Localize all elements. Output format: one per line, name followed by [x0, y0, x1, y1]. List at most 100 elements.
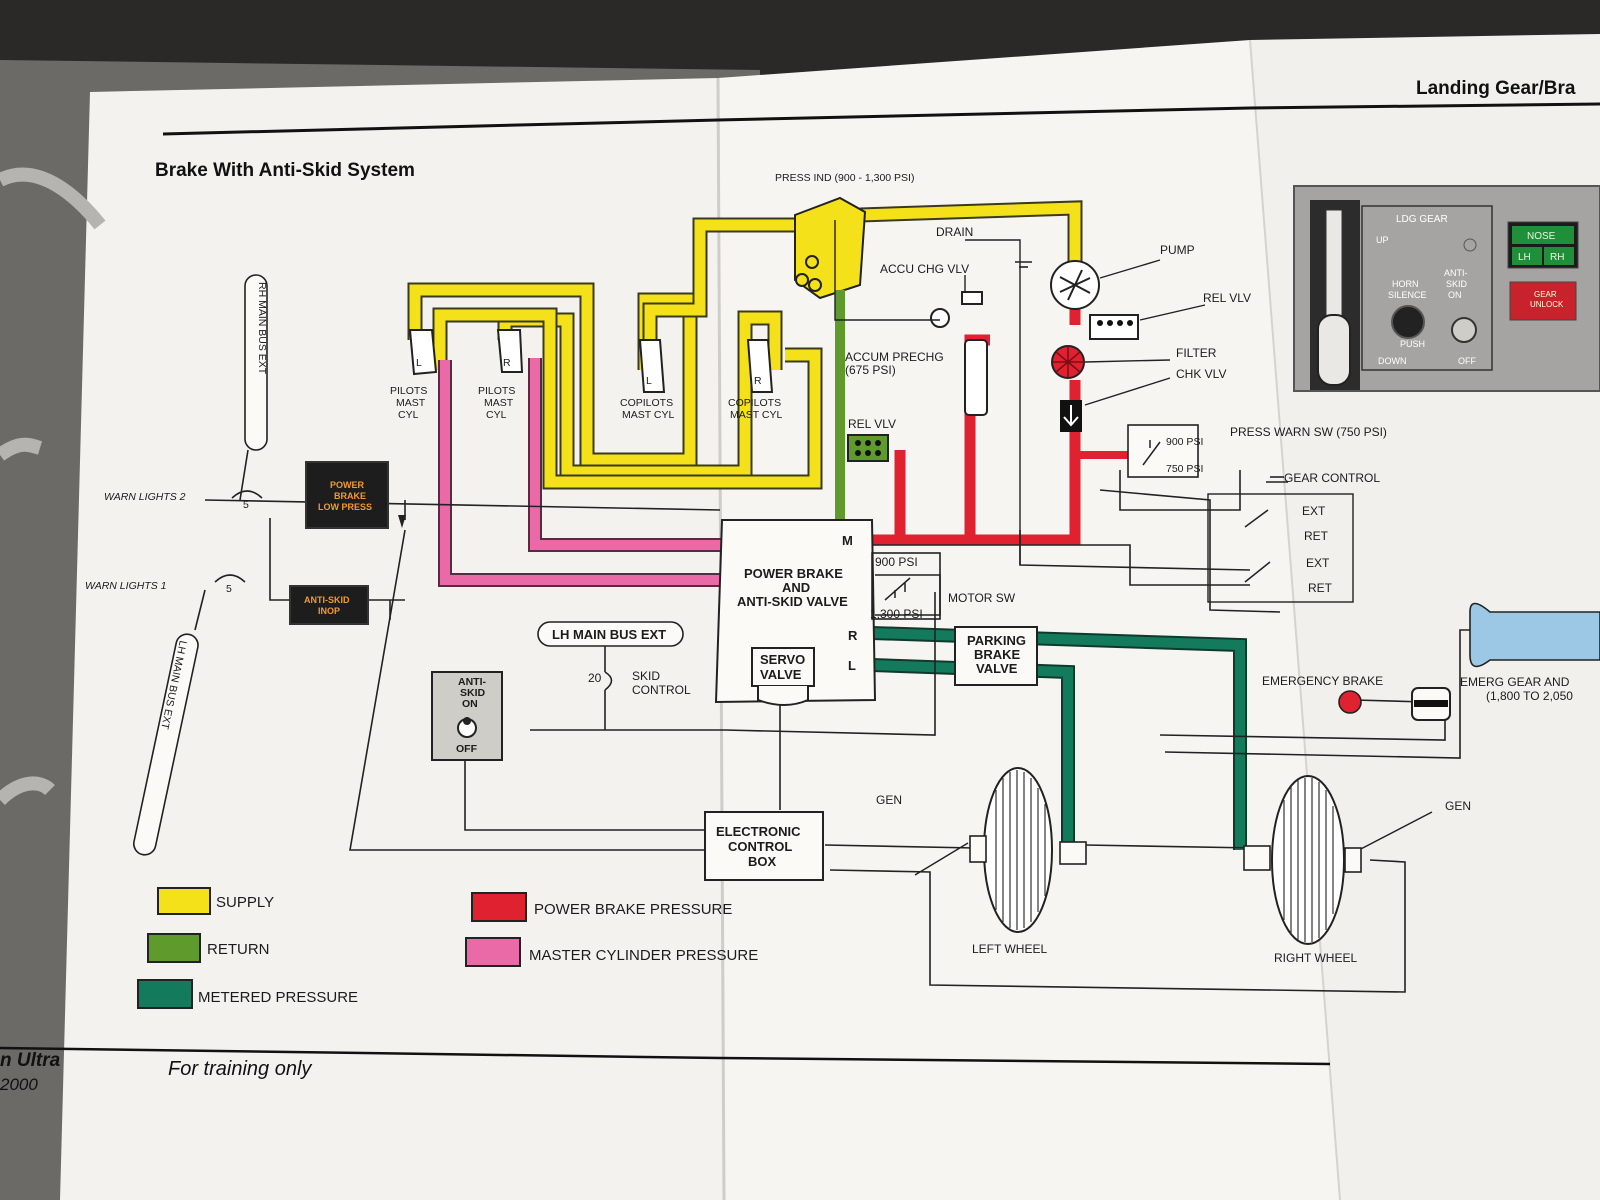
copilots-mast-cyl-1-label: COPILOTS	[620, 397, 673, 409]
landing-gear-control-panel: LDG GEAR UP DOWN HORN SILENCE PUSH ANTI-…	[1293, 185, 1600, 392]
emerg-gear-label-2: (1,800 TO 2,050	[1486, 689, 1573, 703]
svg-text:LOW PRESS: LOW PRESS	[318, 502, 372, 512]
leader-lines	[914, 259, 1433, 876]
press-warn-switch: 900 PSI 750 PSI PRESS WARN SW (750 PSI)	[1127, 424, 1387, 478]
gen-right-label: GEN	[1445, 799, 1471, 813]
svg-text:VALVE: VALVE	[760, 667, 802, 682]
rh-main-bus-ext: RH MAIN BUS EXT	[244, 274, 268, 451]
press-ind-label: PRESS IND (900 - 1,300 PSI)	[775, 172, 914, 184]
accu-chg-valve	[961, 291, 983, 305]
warn-lights-1: WARN LIGHTS 1	[85, 580, 167, 592]
right-wheel-label: RIGHT WHEEL	[1274, 951, 1357, 965]
legend-label-supply: SUPPLY	[216, 894, 274, 911]
right-page	[718, 40, 1340, 1200]
svg-text:ANTI-: ANTI-	[1444, 268, 1468, 278]
svg-text:GEAR: GEAR	[1534, 290, 1557, 299]
svg-text:HORN: HORN	[1392, 279, 1419, 289]
svg-text:AND: AND	[782, 580, 810, 595]
svg-text:RH: RH	[1550, 252, 1564, 263]
accumulator	[964, 339, 988, 416]
copilots-mast-cyl-2-label: COPILOTS	[728, 397, 781, 409]
svg-text:SKID: SKID	[1446, 279, 1468, 289]
binder-ring	[0, 167, 106, 230]
svg-text:R: R	[503, 357, 511, 369]
pump-label: PUMP	[1160, 243, 1195, 257]
copilots-mast-cyl-r: R	[746, 339, 774, 393]
accum-prechg-psi: (675 PSI)	[845, 363, 896, 377]
supply-lines	[407, 200, 1083, 490]
master-cylinder-lines	[438, 358, 722, 587]
svg-text:ANTI-SKID VALVE: ANTI-SKID VALVE	[737, 594, 848, 609]
footer-model: n Ultra	[0, 1050, 61, 1071]
svg-text:ON: ON	[462, 698, 478, 710]
header-rule	[162, 118, 719, 136]
svg-text:MAST: MAST	[396, 397, 426, 409]
svg-text:ANTI-SKID: ANTI-SKID	[304, 595, 350, 605]
emergency-brake-label: EMERGENCY BRAKE	[1262, 674, 1383, 688]
drain-label: DRAIN	[936, 225, 973, 239]
svg-text:ANTI-: ANTI-	[458, 676, 486, 688]
annunciator-power-brake-low-press: POWER BRAKE LOW PRESS	[305, 461, 389, 529]
svg-text:MAST CYL: MAST CYL	[622, 409, 674, 421]
svg-text:BRAKE: BRAKE	[334, 491, 366, 501]
svg-text:R: R	[848, 628, 858, 643]
panel-anti-skid-toggle	[1451, 317, 1477, 343]
svg-text:BRAKE: BRAKE	[974, 647, 1021, 662]
svg-text:CONTROL: CONTROL	[728, 839, 792, 854]
electrical-wiring	[204, 470, 1490, 993]
svg-text:SERVO: SERVO	[760, 652, 805, 667]
page-title: Brake With Anti-Skid System	[155, 160, 415, 181]
footer-year: 2000	[0, 1075, 38, 1094]
accu-chg-vlv-label: ACCU CHG VLV	[880, 262, 969, 276]
warn-lights-2: WARN LIGHTS 2	[104, 491, 186, 503]
svg-text:BOX: BOX	[748, 854, 777, 869]
circuit-breaker-5b: 5	[214, 574, 246, 595]
pilots-mast-cyl-1-label: PILOTS	[390, 385, 427, 397]
gear-control-switch: GEAR CONTROL EXT RET EXT RET	[1207, 471, 1380, 603]
legend-swatch-metered	[137, 979, 193, 1009]
svg-text:M: M	[842, 533, 853, 548]
svg-text:EXT: EXT	[1302, 504, 1326, 518]
pressure-indicator	[794, 196, 867, 300]
svg-text:VALVE: VALVE	[976, 661, 1018, 676]
svg-text:NOSE: NOSE	[1527, 231, 1556, 242]
svg-text:RET: RET	[1304, 529, 1329, 543]
parking-brake-valve: PARKING BRAKE VALVE	[954, 626, 1038, 686]
legend-swatch-master-cylinder	[465, 937, 521, 967]
svg-text:PUSH: PUSH	[1400, 339, 1425, 349]
svg-text:RET: RET	[1308, 581, 1333, 595]
rel-vlv-mid	[847, 434, 889, 462]
left-wheel-label: LEFT WHEEL	[972, 942, 1047, 956]
svg-text:SILENCE: SILENCE	[1388, 290, 1427, 300]
svg-text:OFF: OFF	[456, 743, 478, 755]
svg-text:L: L	[416, 357, 422, 369]
header-right: Landing Gear/Bra	[1416, 78, 1576, 99]
svg-text:CYL: CYL	[398, 409, 419, 421]
pilots-mast-cyl-l: L	[408, 329, 438, 376]
pilots-mast-cyl-2-label: PILOTS	[478, 385, 515, 397]
svg-text:PARKING: PARKING	[967, 633, 1026, 648]
svg-text:PRESS WARN SW (750 PSI): PRESS WARN SW (750 PSI)	[1230, 425, 1387, 439]
gen-left-label: GEN	[876, 793, 902, 807]
annunciator-anti-skid-inop: ANTI-SKID INOP	[289, 585, 369, 625]
svg-text:EXT: EXT	[1306, 556, 1330, 570]
svg-text:CONTROL: CONTROL	[632, 683, 691, 697]
legend-swatch-power-brake	[471, 892, 527, 922]
svg-text:R: R	[754, 375, 762, 387]
gear-handle	[1317, 314, 1351, 386]
servo-valve: SERVO VALVE	[751, 647, 815, 706]
svg-text:INOP: INOP	[318, 606, 340, 616]
emergency-bottle	[1469, 602, 1600, 668]
skid-control-breaker: 20 SKID CONTROL	[588, 669, 691, 697]
right-wheel	[1243, 775, 1362, 945]
lh-main-bus-ext-box: LH MAIN BUS EXT	[537, 621, 684, 647]
legend-swatch-supply	[157, 887, 211, 915]
rel-vlv-top	[1089, 314, 1139, 340]
chk-vlv-label: CHK VLV	[1176, 367, 1226, 381]
svg-text:750 PSI: 750 PSI	[1166, 463, 1203, 475]
svg-text:RH MAIN BUS EXT: RH MAIN BUS EXT	[256, 282, 268, 375]
svg-text:L: L	[646, 375, 652, 387]
legend-label-metered: METERED PRESSURE	[198, 989, 358, 1006]
left-wheel	[969, 767, 1087, 933]
